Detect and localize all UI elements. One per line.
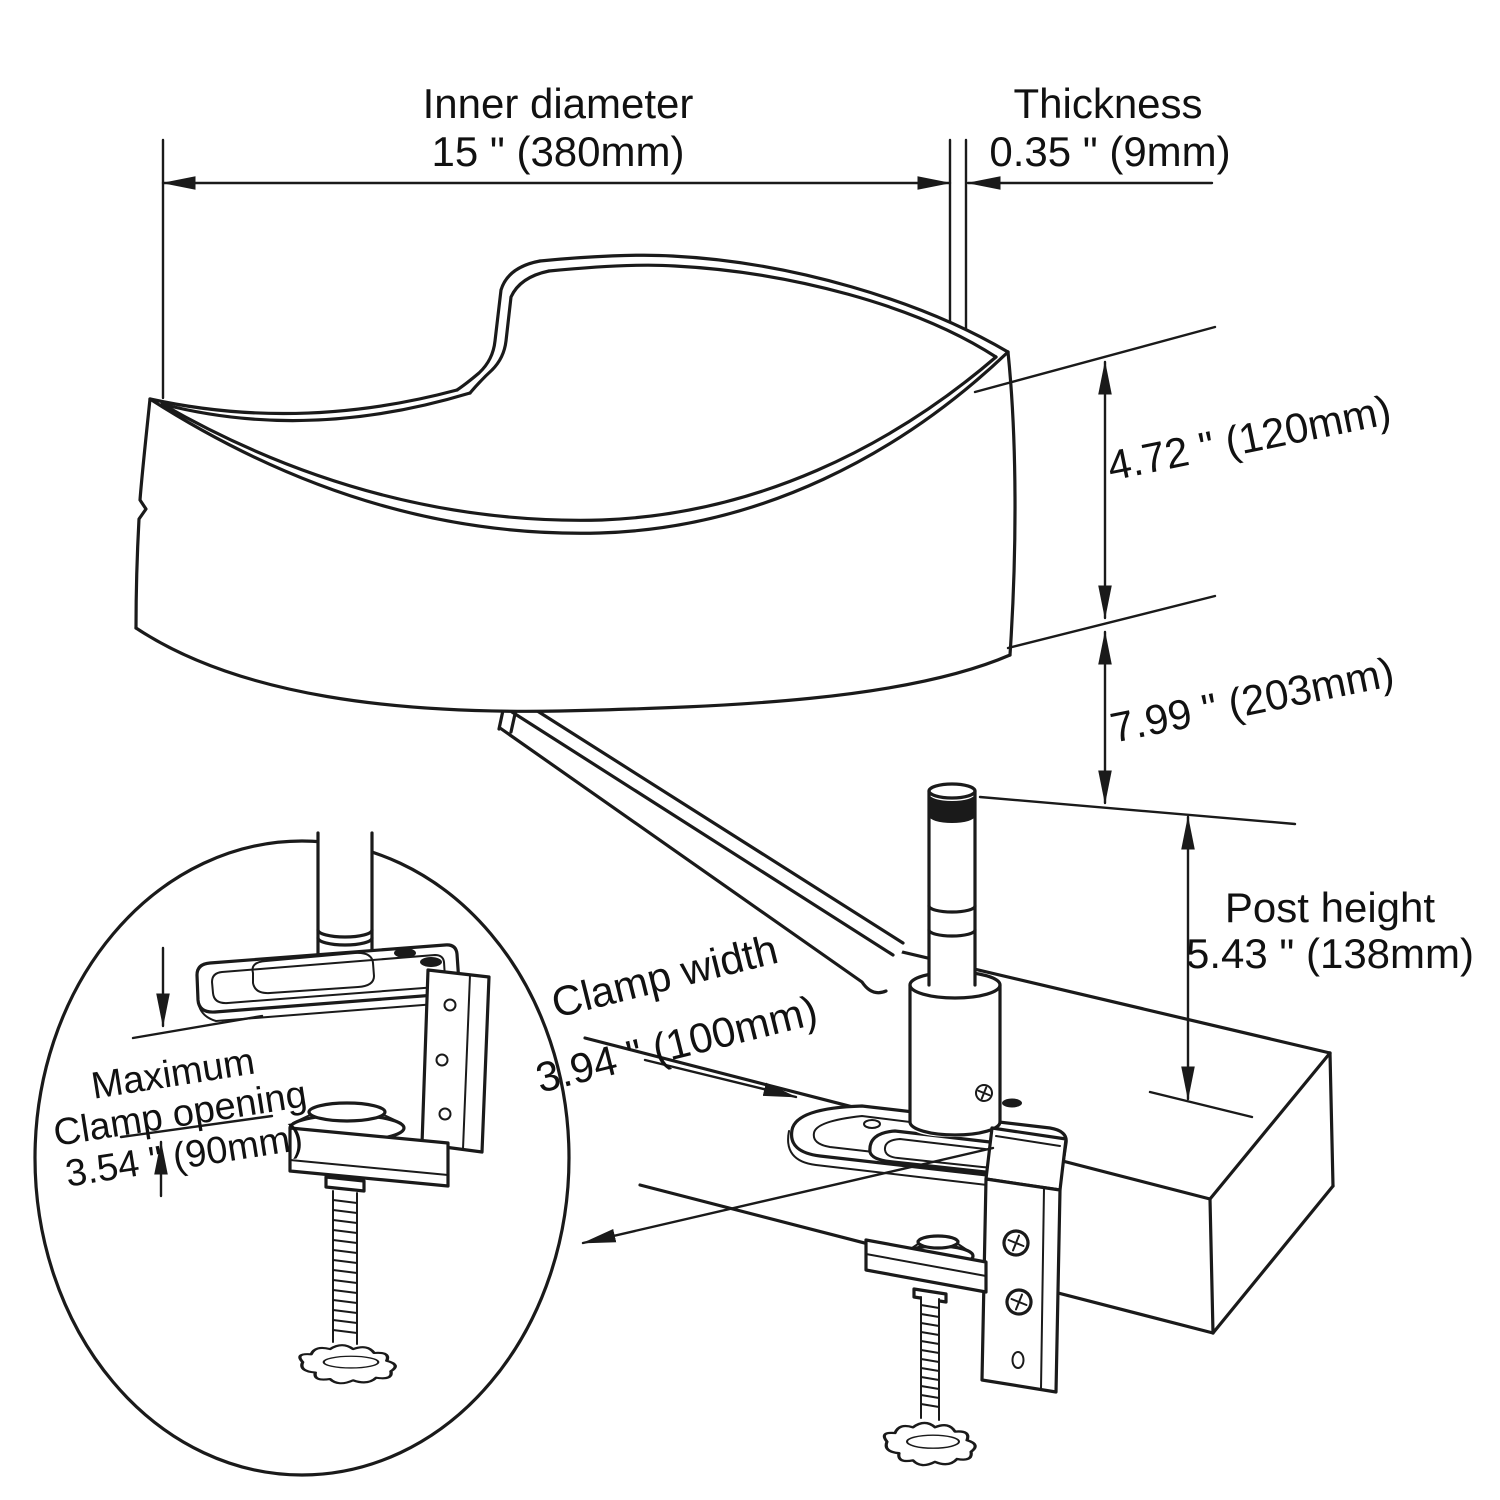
detail-threaded-rod <box>332 1190 358 1345</box>
clamp-lower-arm <box>864 1234 988 1467</box>
clamp-threaded-rod <box>920 1295 940 1421</box>
dim-post-height <box>1148 815 1254 1119</box>
detail-star-knob <box>298 1344 397 1385</box>
rim-notch-outer <box>455 259 542 392</box>
dim-clamp-width <box>581 1058 995 1245</box>
bowl-holder <box>134 253 1017 713</box>
rim-notch-inner <box>468 269 551 395</box>
clamp-star-knob <box>882 1421 977 1467</box>
bracket-screw <box>1002 1229 1030 1257</box>
sleeve-screw <box>975 1084 993 1102</box>
holder-height-value: 4.72 " (120mm) <box>1103 386 1395 489</box>
rim-front-inner <box>160 355 998 522</box>
post-sleeve <box>908 970 1002 1137</box>
rim-back-inner <box>547 263 998 359</box>
detail-clamp-arm <box>288 1126 450 1193</box>
rim-back-outer <box>538 253 1010 354</box>
bowl-bottom-edge <box>134 626 1012 713</box>
mounting-post <box>927 782 977 987</box>
dim-max-clamp-opening <box>119 946 274 1198</box>
plate-hole <box>1002 1098 1022 1108</box>
dim-inner-diameter <box>161 138 968 400</box>
bracket-hole <box>1011 1351 1025 1369</box>
detail-bracket <box>420 968 491 1154</box>
detail-view-circle <box>33 831 571 1477</box>
drop-height-value: 7.99 " (203mm) <box>1106 648 1398 751</box>
rim-front-outer <box>148 350 1010 535</box>
inner-diameter-label: Inner diameter <box>423 80 694 127</box>
thickness-label: Thickness <box>1013 80 1202 127</box>
bowl-left-edge <box>134 397 152 630</box>
bracket-screw <box>1005 1288 1033 1316</box>
post-height-label: Post height <box>1225 884 1435 931</box>
dim-holder-height <box>973 325 1217 650</box>
inner-diameter-value: 15 " (380mm) <box>432 128 685 175</box>
desk-clamp-bracket <box>980 1126 1068 1394</box>
post-height-value: 5.43 " (138mm) <box>1186 930 1474 977</box>
bowl-right-edge <box>1006 350 1017 657</box>
plate-screw <box>863 1119 881 1129</box>
dim-drop-height <box>978 630 1297 826</box>
detail-post <box>316 831 374 964</box>
dimension-annotations <box>161 138 1297 1245</box>
thickness-value: 0.35 " (9mm) <box>989 128 1230 175</box>
